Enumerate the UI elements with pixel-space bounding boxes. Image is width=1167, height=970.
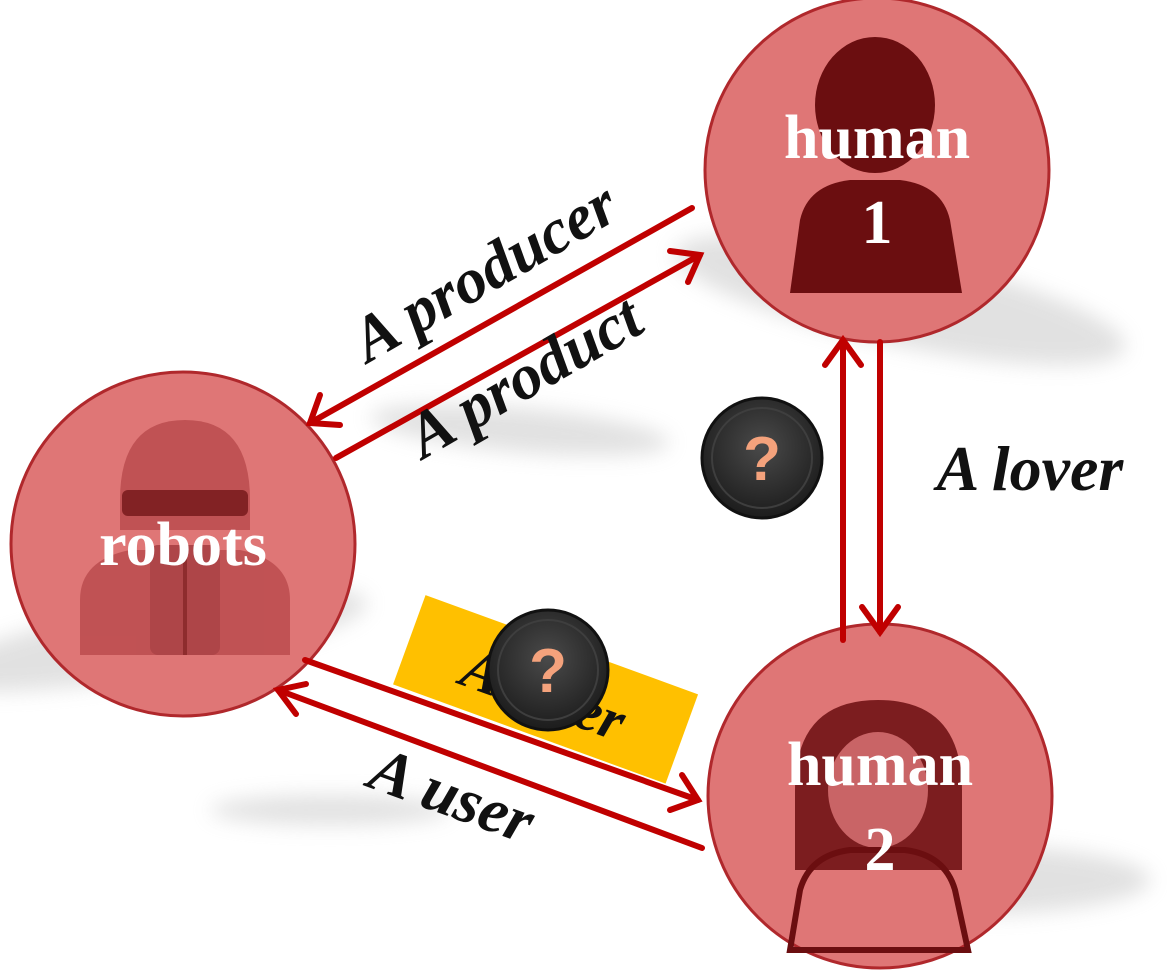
node-human-2: human 2 bbox=[706, 622, 1054, 970]
robot-icon bbox=[80, 420, 290, 655]
person-male-icon bbox=[790, 37, 962, 293]
arrow-product bbox=[333, 252, 703, 461]
edge-arrows bbox=[305, 205, 901, 643]
arrow-user bbox=[275, 687, 705, 851]
robots-label: robots bbox=[99, 511, 267, 579]
question-mark-icon: ? bbox=[743, 425, 781, 494]
node-human-1: human 1 bbox=[703, 0, 1051, 344]
human-2-label-line1: human bbox=[787, 731, 973, 799]
edge-label-lover: A lover bbox=[933, 433, 1125, 504]
question-badge-right: ? bbox=[700, 396, 824, 520]
edge-label-user: A user bbox=[357, 731, 545, 857]
arrow-producer bbox=[307, 205, 695, 426]
arrow-robots-to-human2 bbox=[302, 657, 701, 803]
arrowhead-user bbox=[272, 681, 309, 717]
arrowhead-product bbox=[667, 248, 705, 285]
arrowhead-lover bbox=[859, 604, 901, 638]
human-2-label-line2: 2 bbox=[865, 816, 896, 884]
human-1-label-line2: 1 bbox=[862, 189, 893, 257]
arrowhead-robots-to-human2 bbox=[667, 772, 703, 813]
question-badge-center: ? bbox=[486, 608, 610, 732]
question-mark-icon: ? bbox=[529, 637, 567, 706]
arrowhead-producer bbox=[305, 392, 343, 428]
edge-arrows-lower bbox=[272, 657, 705, 851]
human-1-label-line1: human bbox=[784, 104, 970, 172]
person-female-icon bbox=[786, 700, 972, 953]
node-robots: robots bbox=[9, 370, 357, 718]
arrowhead-human2-to-human1 bbox=[822, 334, 864, 368]
